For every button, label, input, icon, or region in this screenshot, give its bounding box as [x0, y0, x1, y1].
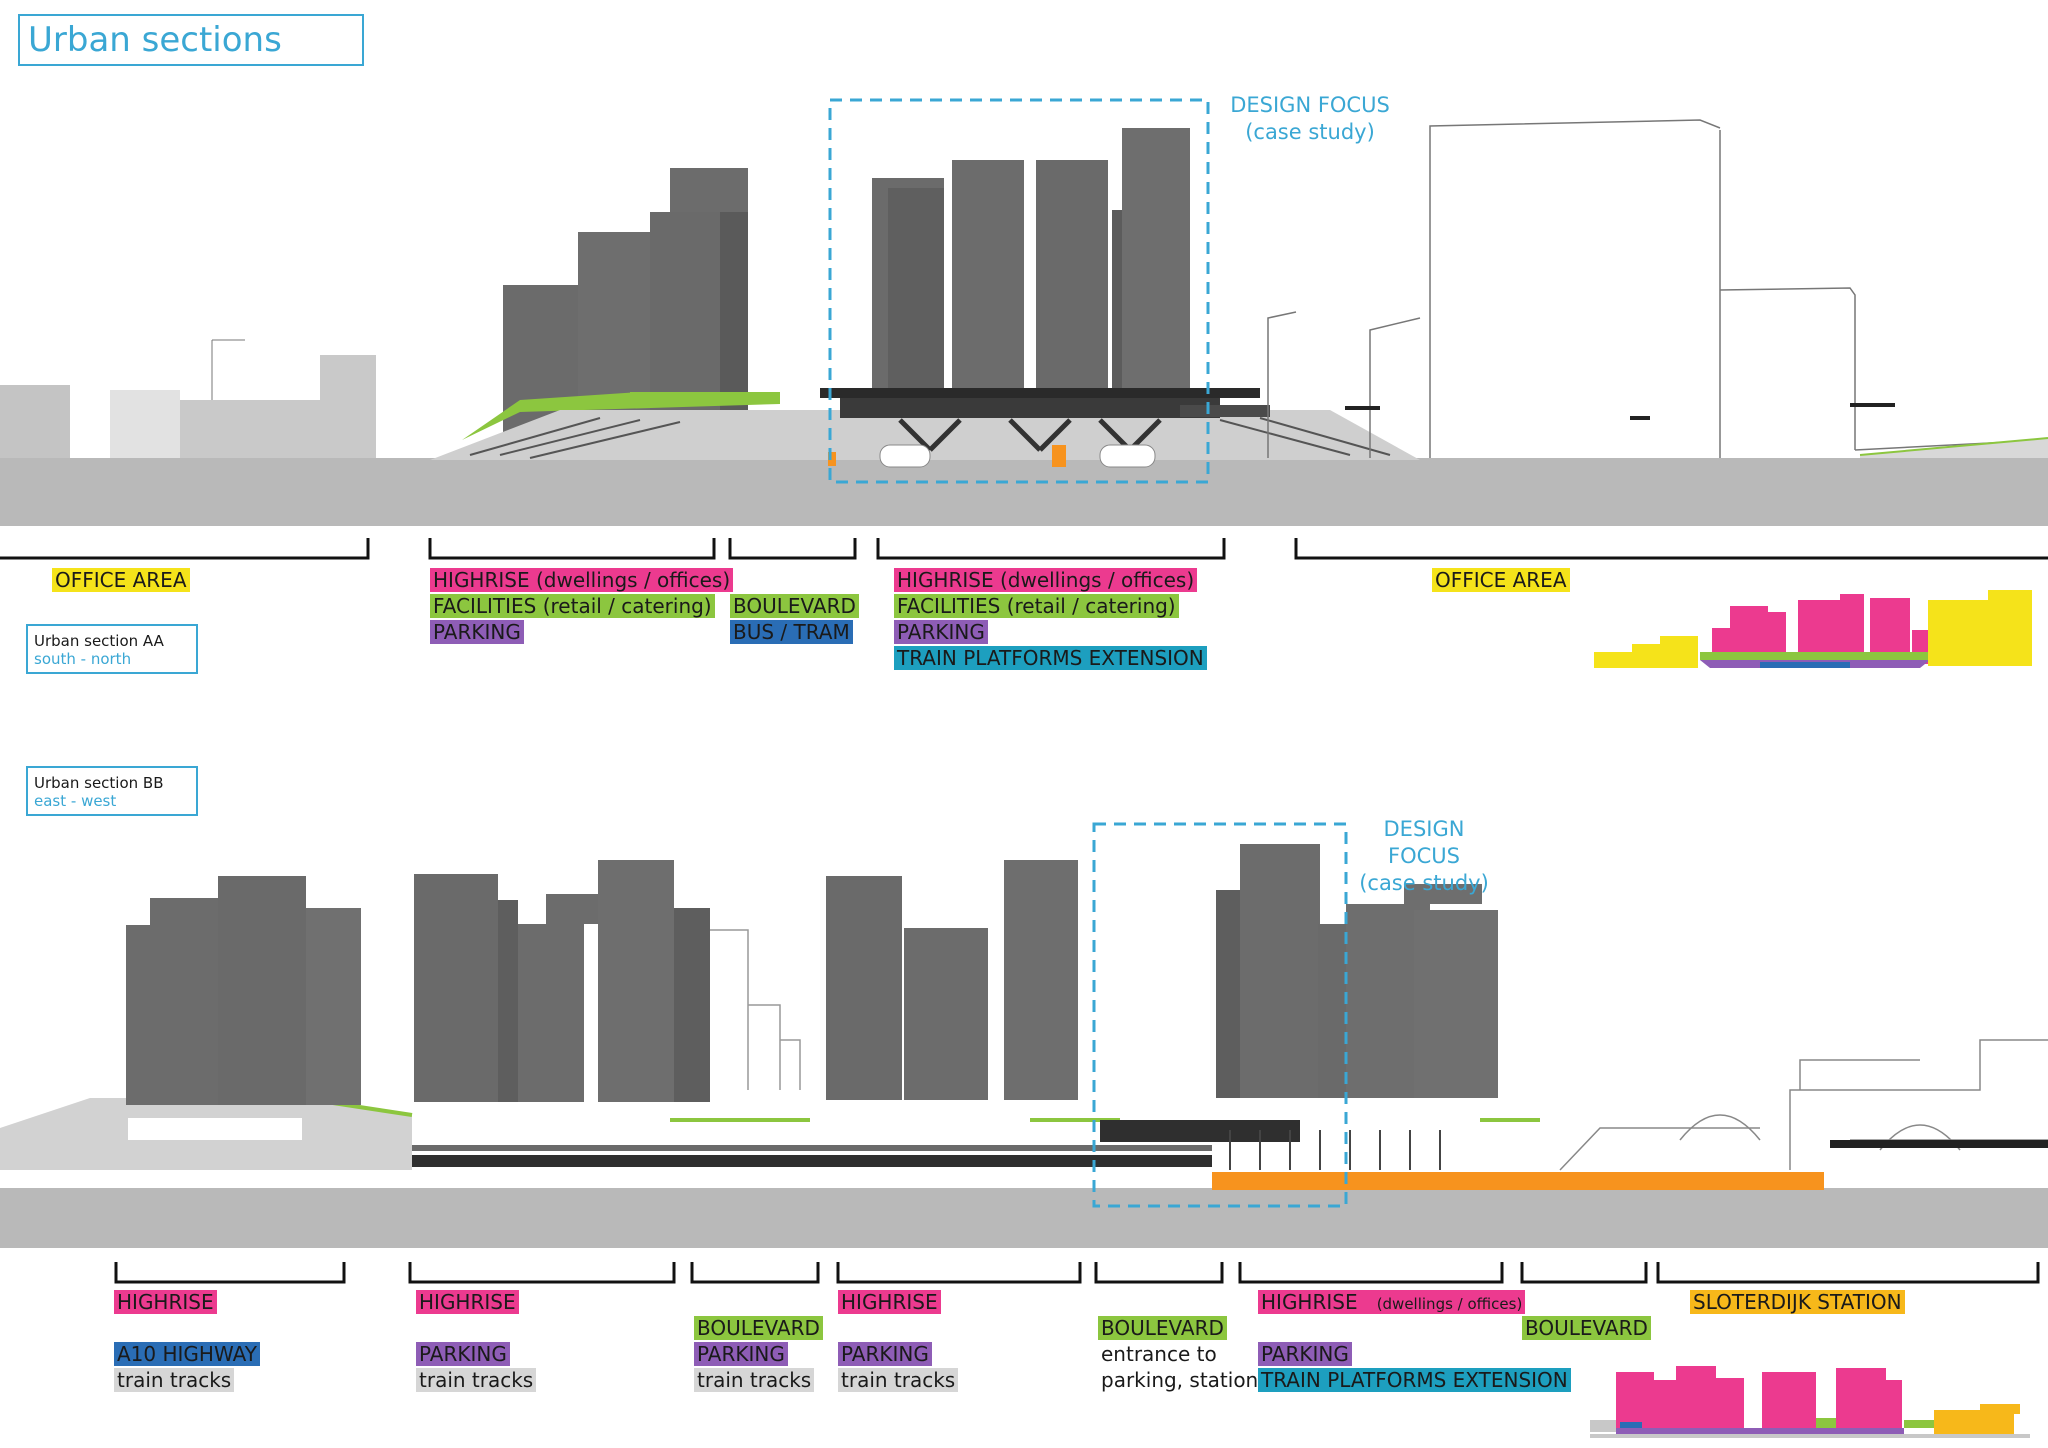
- bb-tower-4c: [1318, 924, 1346, 1098]
- bb-bracket-6: [1238, 1262, 1504, 1284]
- bb-tag-g3-boulevard: BOULEVARD: [694, 1316, 823, 1340]
- section-aa-direction: south - north: [34, 650, 132, 668]
- aa-tag-g4-facilities: FACILITIES (retail / catering): [894, 594, 1179, 618]
- aa-bracket-3: [728, 538, 857, 560]
- aa-design-focus-frame: [828, 98, 1210, 484]
- bb-design-focus-line1: DESIGN FOCUS: [1383, 817, 1465, 868]
- aa-tag-office-right: OFFICE AREA: [1432, 568, 1570, 592]
- bb-orange-platform: [1212, 1172, 1824, 1190]
- aa-office-left-2: [110, 390, 180, 458]
- aa-orange-element: [1052, 445, 1066, 467]
- bb-rail-deck: [412, 1155, 1212, 1167]
- aa-tag-g3-boulevard: BOULEVARD: [730, 594, 859, 618]
- bb-tag-g6-highrise-text: HIGHRISE: [1261, 1290, 1358, 1314]
- bb-tag-g4-parking: PARKING: [838, 1342, 932, 1366]
- aa-office-left-3: [180, 400, 376, 458]
- aa-deck: [820, 388, 1260, 398]
- section-aa-name: Urban section AA: [34, 632, 164, 650]
- aa-tag-g2-highrise: HIGHRISE (dwellings / offices): [430, 568, 734, 592]
- bb-tag-g1-highrise: HIGHRISE: [114, 1290, 217, 1314]
- aa-office-left-4: [320, 355, 376, 400]
- bb-design-focus-line2: (case study): [1359, 871, 1489, 895]
- bb-design-focus-frame: [1092, 822, 1348, 1208]
- aa-mini-diagram: [1594, 590, 2032, 668]
- section-aa-drawing: [0, 119, 2048, 668]
- section-bb-name: Urban section BB: [34, 774, 164, 792]
- aa-bracket-4: [876, 538, 1226, 560]
- bb-tower-4f: [1414, 910, 1498, 1098]
- bb-ground: [0, 1188, 2048, 1248]
- bb-tower-4a: [1216, 890, 1242, 1098]
- bb-tag-g6-highrise: HIGHRISE (dwellings / offices): [1258, 1290, 1526, 1314]
- bb-bracket-7: [1520, 1262, 1648, 1284]
- bb-tower-3a: [826, 876, 902, 1100]
- aa-design-focus-line1: DESIGN FOCUS: [1230, 93, 1390, 117]
- section-bb-direction: east - west: [34, 792, 117, 810]
- bb-tag-g5-entrance-1: entrance to: [1101, 1342, 1217, 1366]
- bb-tag-g4-highrise: HIGHRISE: [838, 1290, 941, 1314]
- bb-bracket-5: [1094, 1262, 1224, 1284]
- bb-tag-g2-highrise: HIGHRISE: [416, 1290, 519, 1314]
- page-title: Urban sections: [18, 14, 364, 66]
- bb-bracket-8: [1656, 1262, 2040, 1284]
- aa-tag-office-left: OFFICE AREA: [52, 568, 190, 592]
- bb-tag-g6-parking: PARKING: [1258, 1342, 1352, 1366]
- bb-tower-1c: [218, 876, 306, 1105]
- bb-tower-2a: [414, 874, 498, 1102]
- section-bb-drawing: [0, 844, 2048, 1438]
- bb-tag-g1-a10: A10 HIGHWAY: [114, 1342, 260, 1366]
- aa-tag-g4-highrise: HIGHRISE (dwellings / offices): [894, 568, 1198, 592]
- bb-tower-2b: [518, 924, 584, 1102]
- section-bb-label: Urban section BB east - west: [26, 766, 198, 816]
- aa-green-slope: [462, 392, 780, 440]
- bb-bracket-4: [836, 1262, 1082, 1284]
- bb-tag-g8-station: SLOTERDIJK STATION: [1690, 1290, 1905, 1314]
- aa-tag-g4-train: TRAIN PLATFORMS EXTENSION: [894, 646, 1207, 670]
- bb-tag-g5-entrance-2: parking, station: [1101, 1368, 1259, 1392]
- aa-design-focus-label: DESIGN FOCUS (case study): [1210, 92, 1410, 146]
- bb-tag-g3-tracks: train tracks: [694, 1368, 815, 1392]
- bb-tag-g2-tracks: train tracks: [416, 1368, 537, 1392]
- bb-tag-g4-tracks: train tracks: [838, 1368, 959, 1392]
- section-aa-label: Urban section AA south - north: [26, 624, 198, 674]
- bb-tower-3b: [904, 928, 988, 1100]
- bb-tag-g6-highrise-note: (dwellings / offices): [1376, 1295, 1523, 1313]
- aa-tag-g4-parking: PARKING: [894, 620, 988, 644]
- bb-tag-g5-boulevard: BOULEVARD: [1098, 1316, 1227, 1340]
- aa-tag-g2-facilities: FACILITIES (retail / catering): [430, 594, 715, 618]
- aa-focus-tower-5: [1122, 128, 1190, 388]
- bb-tower-2c: [546, 894, 598, 924]
- bb-tag-g1-tracks: train tracks: [114, 1368, 235, 1392]
- bb-tag-g7-boulevard: BOULEVARD: [1522, 1316, 1651, 1340]
- bb-design-focus-label: DESIGN FOCUS (case study): [1346, 816, 1502, 897]
- bb-tower-4b: [1240, 844, 1320, 1098]
- bb-bracket-1: [114, 1262, 346, 1284]
- bb-tower-1d: [306, 908, 361, 1105]
- aa-focus-tower-3: [1036, 160, 1108, 388]
- aa-tag-g2-parking: PARKING: [430, 620, 524, 644]
- bb-tower-1a: [126, 925, 236, 1105]
- bb-tag-g2-parking: PARKING: [416, 1342, 510, 1366]
- aa-focus-tower-2: [952, 160, 1024, 388]
- aa-office-left-1: [0, 385, 70, 458]
- bb-tower-4e: [1404, 884, 1482, 904]
- bb-tower-2d: [598, 860, 674, 1102]
- aa-bracket-5: [1294, 538, 2048, 560]
- bb-bracket-2: [408, 1262, 676, 1284]
- aa-bracket-2: [428, 538, 716, 560]
- aa-tag-g3-bus: BUS / TRAM: [730, 620, 853, 644]
- bb-bracket-3: [690, 1262, 820, 1284]
- aa-ground: [0, 458, 2048, 526]
- bb-tag-g6-train: TRAIN PLATFORMS EXTENSION: [1258, 1368, 1571, 1392]
- aa-highrise-d: [670, 168, 748, 212]
- aa-bracket-1: [0, 538, 370, 560]
- bb-tag-g3-parking: PARKING: [694, 1342, 788, 1366]
- aa-design-focus-line2: (case study): [1245, 120, 1375, 144]
- bb-mini-diagram: [1590, 1366, 2030, 1438]
- bb-tower-3c: [1004, 860, 1078, 1100]
